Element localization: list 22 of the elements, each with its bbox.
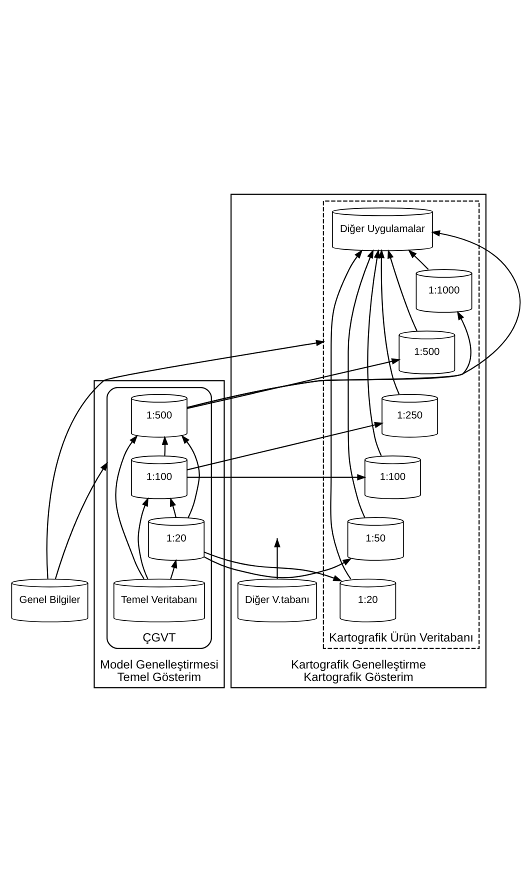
arrow	[46, 340, 326, 579]
arrow	[204, 556, 352, 578]
arrow	[330, 250, 363, 580]
arrow	[187, 358, 401, 410]
arrow	[367, 249, 382, 456]
arrow	[378, 249, 400, 394]
arrow	[187, 422, 384, 470]
arrow	[187, 310, 472, 408]
arrow	[408, 250, 429, 270]
arrow	[115, 435, 144, 580]
arrow	[170, 497, 176, 518]
arrow	[187, 474, 366, 481]
arrow	[162, 436, 168, 456]
arrow	[348, 249, 374, 518]
arrow	[187, 230, 520, 408]
arrow	[181, 434, 200, 518]
arrow	[138, 497, 148, 580]
arrow	[204, 552, 342, 582]
arrow	[388, 249, 418, 332]
arrow	[170, 559, 178, 580]
arrow	[274, 538, 280, 580]
arrow	[54, 462, 108, 580]
